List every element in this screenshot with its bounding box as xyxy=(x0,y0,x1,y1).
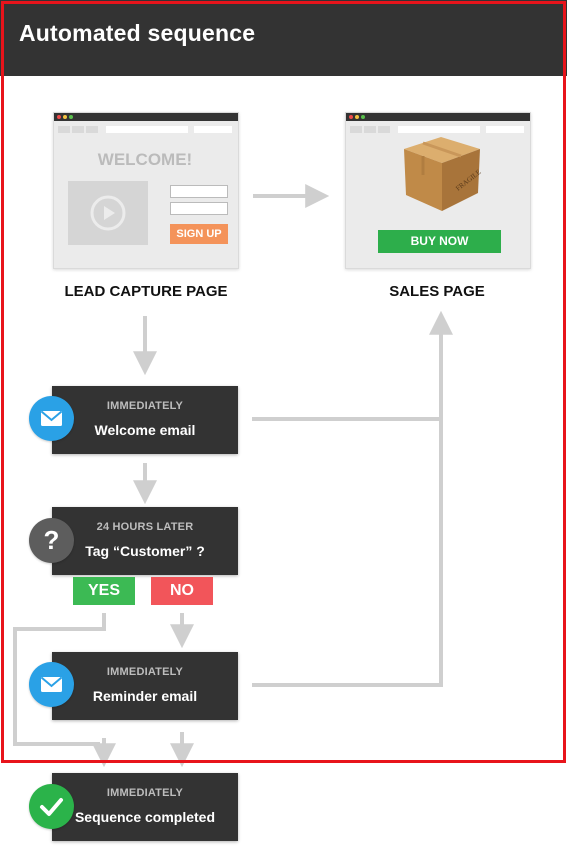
welcome-heading: WELCOME! xyxy=(97,150,193,169)
line-yes-bypass xyxy=(13,613,106,746)
checkmark-icon xyxy=(29,784,74,829)
envelope-icon xyxy=(29,396,74,441)
browser-tab xyxy=(72,126,84,133)
header-bar: Automated sequence xyxy=(0,0,567,76)
page-title: Automated sequence xyxy=(19,20,256,46)
step-title: Tag “Customer” ? xyxy=(85,543,205,559)
step-card-welcome-email[interactable]: IMMEDIATELY Welcome email xyxy=(52,386,238,454)
browser-address-bar xyxy=(106,126,188,133)
step-card-sequence-completed[interactable]: IMMEDIATELY Sequence completed xyxy=(52,773,238,841)
email-field xyxy=(170,202,228,215)
step-timing: IMMEDIATELY xyxy=(106,787,184,799)
step-timing: 24 HOURS LATER xyxy=(96,521,194,533)
window-close-dot xyxy=(57,115,61,119)
window-minimize-dot xyxy=(355,115,359,119)
signup-button: SIGN UP xyxy=(170,224,228,244)
browser-tab xyxy=(350,126,362,133)
step-title: Welcome email xyxy=(94,422,196,438)
browser-tab xyxy=(364,126,376,133)
browser-search-bar xyxy=(486,126,524,133)
svg-text:?: ? xyxy=(44,525,60,555)
sales-page-label: SALES PAGE xyxy=(389,283,485,300)
browser-tab xyxy=(378,126,390,133)
browser-titlebar xyxy=(54,113,238,121)
window-close-dot xyxy=(349,115,353,119)
step-title: Reminder email xyxy=(92,688,198,704)
question-mark-icon: ? xyxy=(29,518,74,563)
yes-branch-button[interactable]: YES xyxy=(73,577,135,605)
window-minimize-dot xyxy=(63,115,67,119)
play-icon xyxy=(90,195,126,231)
step-timing: IMMEDIATELY xyxy=(106,666,184,678)
step-title: Sequence completed xyxy=(74,809,216,825)
video-placeholder xyxy=(68,181,148,245)
step-timing: IMMEDIATELY xyxy=(106,400,184,412)
browser-search-bar xyxy=(194,126,232,133)
envelope-icon xyxy=(29,662,74,707)
step-card-reminder-email[interactable]: IMMEDIATELY Reminder email xyxy=(52,652,238,720)
buy-now-button: BUY NOW xyxy=(378,230,501,253)
no-branch-button[interactable]: NO xyxy=(151,577,213,605)
browser-address-bar xyxy=(398,126,480,133)
cardboard-box-icon: FRAGILE xyxy=(404,137,483,211)
lead-capture-page-mockup: WELCOME! SIGN UP xyxy=(53,112,239,269)
name-field xyxy=(170,185,228,198)
lead-capture-page-label: LEAD CAPTURE PAGE xyxy=(64,283,228,300)
browser-titlebar xyxy=(346,113,530,121)
window-maximize-dot xyxy=(69,115,73,119)
sales-page-mockup: FRAGILE BUY NOW xyxy=(345,112,531,269)
window-maximize-dot xyxy=(361,115,365,119)
browser-tab xyxy=(58,126,70,133)
step-card-tag-customer[interactable]: 24 HOURS LATER Tag “Customer” ? xyxy=(52,507,238,575)
browser-tab xyxy=(86,126,98,133)
